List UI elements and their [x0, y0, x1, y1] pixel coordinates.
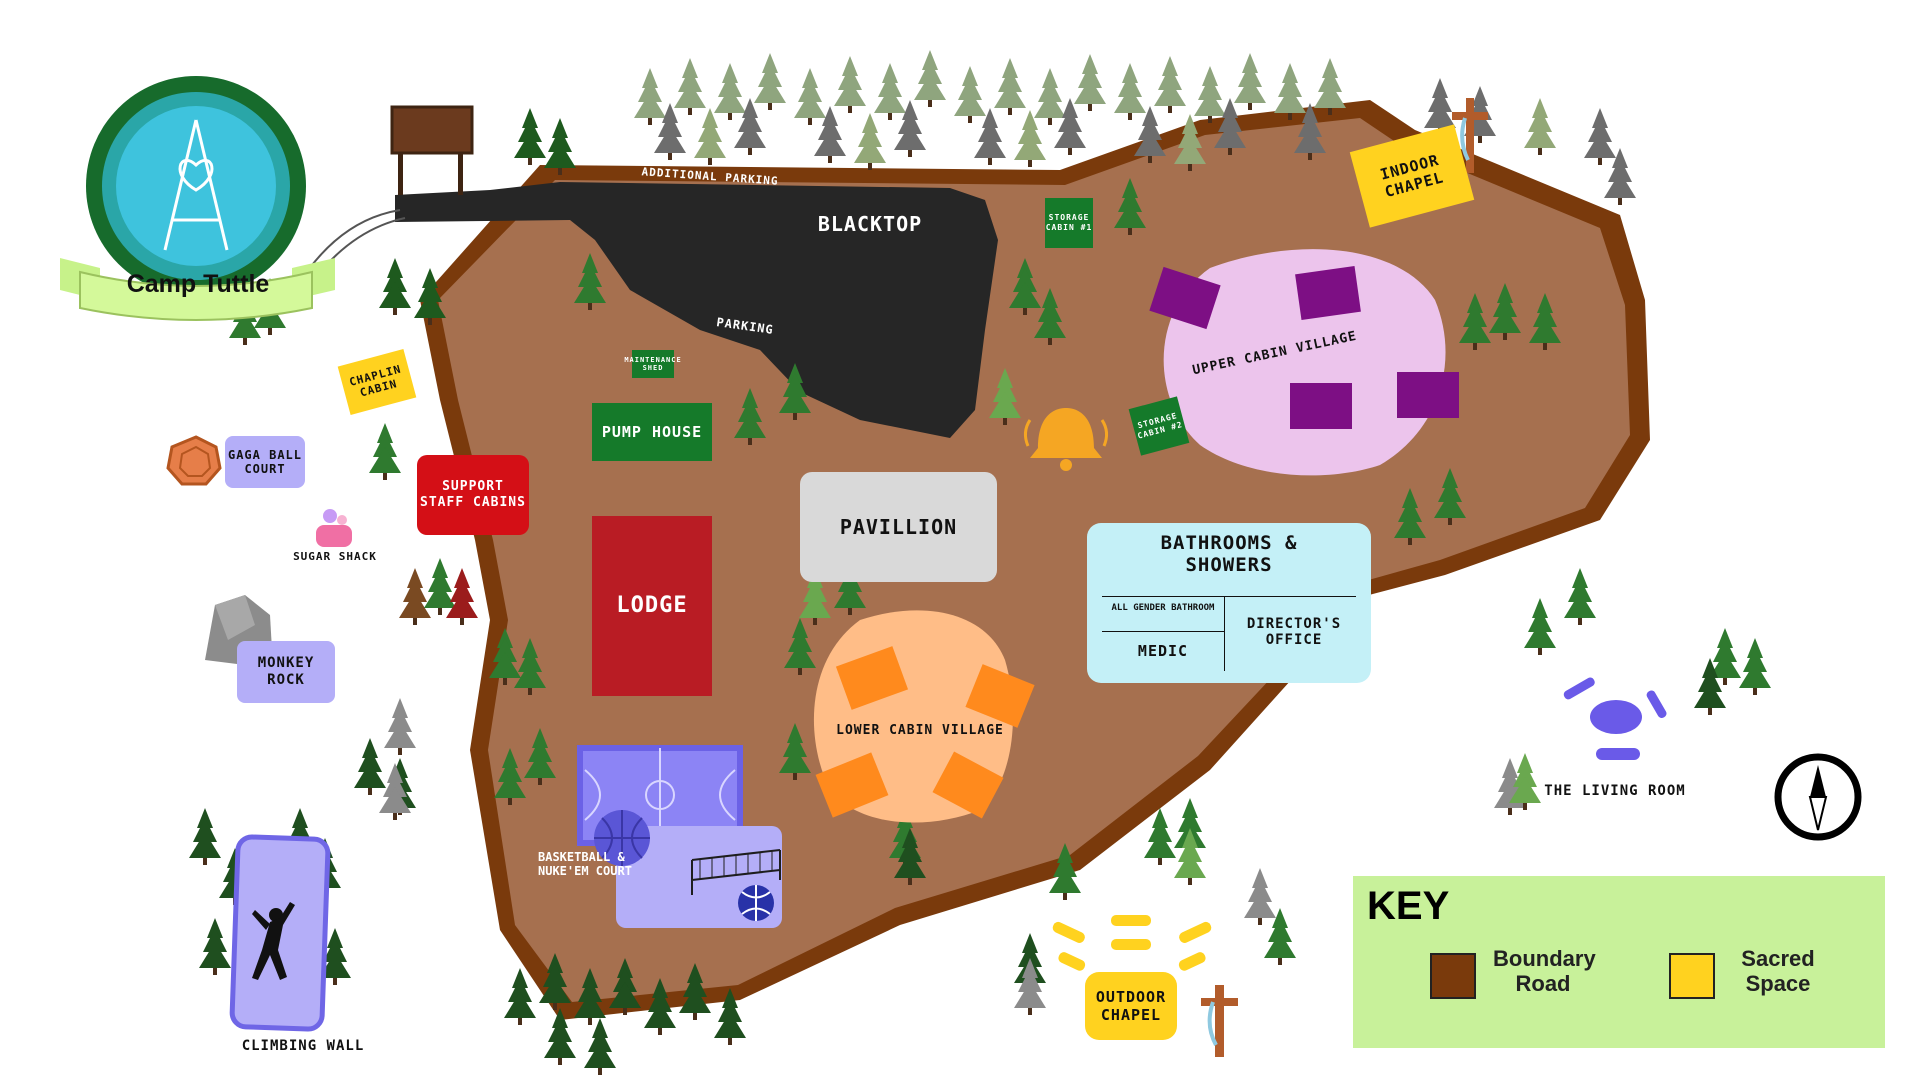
label-all-gender-bathroom: ALL GENDER BATHROOM — [1111, 603, 1215, 613]
upper-cabins — [1149, 266, 1459, 429]
gaga-pit-icon — [166, 435, 222, 486]
compass-icon — [1774, 753, 1862, 841]
label-climbing-wall: CLIMBING WALL — [241, 1038, 365, 1054]
outdoor-chapel-rays — [1052, 915, 1212, 971]
outdoor-chapel[interactable]: OUTDOOR CHAPEL — [1085, 972, 1177, 1040]
label-blacktop: BLACKTOP — [817, 212, 923, 236]
storage-cabin-1[interactable]: STORAGE CABIN #1 — [1045, 198, 1093, 248]
campfire-seats-icon — [1563, 677, 1667, 760]
lodge[interactable]: LODGE — [592, 516, 712, 696]
key-title: KEY — [1367, 884, 1450, 928]
upper-cabin-village-area — [1163, 249, 1446, 476]
key-label-sacred-space: Sacred Space — [1741, 946, 1815, 997]
cross-icon — [1452, 98, 1488, 173]
maintenance-shed[interactable]: MAINTENANCE SHED — [624, 350, 681, 378]
volleyball-icon — [738, 885, 774, 921]
key-label-boundary-road: Boundary Road — [1493, 946, 1596, 997]
camp-logo-icon — [60, 76, 335, 321]
lower-cabins — [815, 646, 1035, 819]
cross-icon — [1201, 985, 1238, 1057]
support-staff-cabins[interactable]: SUPPORT STAFF CABINS — [417, 455, 529, 535]
key-swatch-boundary-road — [1430, 953, 1476, 999]
label-directors-office: DIRECTOR'S OFFICE — [1246, 616, 1342, 649]
monkey-rock[interactable]: MONKEY ROCK — [237, 641, 335, 703]
bell-icon — [1023, 408, 1109, 471]
map-key: KEY Boundary Road Sacred Space — [1353, 876, 1885, 1048]
signpost-icon — [390, 105, 474, 195]
label-basketball-court: BASKETBALL & NUKE'EM COURT — [538, 850, 632, 878]
candy-icon — [316, 509, 352, 547]
camp-name: Camp Tuttle — [126, 270, 270, 298]
key-swatch-sacred-space — [1669, 953, 1715, 999]
label-lower-cabin-village: LOWER CABIN VILLAGE — [836, 723, 1004, 738]
label-sugar-shack: SUGAR SHACK — [293, 550, 377, 563]
blacktop-area — [395, 182, 998, 438]
label-bathrooms-showers: BATHROOMS & SHOWERS — [1160, 532, 1298, 576]
gaga-ball-court[interactable]: GAGA BALL COURT — [225, 436, 305, 488]
label-the-living-room: THE LIVING ROOM — [1544, 783, 1686, 799]
pump-house[interactable]: PUMP HOUSE — [592, 403, 712, 461]
bathrooms-showers[interactable]: BATHROOMS & SHOWERS ALL GENDER BATHROOM … — [1087, 523, 1371, 683]
pavillion[interactable]: PAVILLION — [800, 472, 997, 582]
climber-icon — [252, 902, 295, 980]
basketball-icon — [594, 810, 650, 866]
climbing-wall[interactable] — [229, 834, 331, 1032]
label-medic: MEDIC — [1137, 642, 1189, 660]
